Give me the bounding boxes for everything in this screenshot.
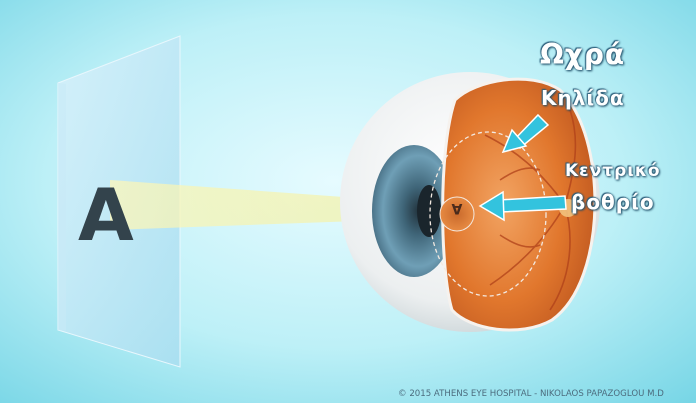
chart-letter: A (78, 173, 134, 257)
chart-panel-edge (58, 83, 66, 331)
macula-label-line2: Κηλίδα (541, 86, 625, 110)
macula-label-line1: Ωχρά (540, 38, 625, 71)
fovea-label-line2: βοθρίο (571, 190, 655, 214)
retina-letter: A (451, 200, 462, 216)
pupil (417, 185, 441, 237)
copyright-notice: © 2015 ATHENS EYE HOSPITAL - NIKOLAOS PA… (398, 389, 664, 399)
fovea-label-line1: Κεντρικό (565, 161, 661, 181)
